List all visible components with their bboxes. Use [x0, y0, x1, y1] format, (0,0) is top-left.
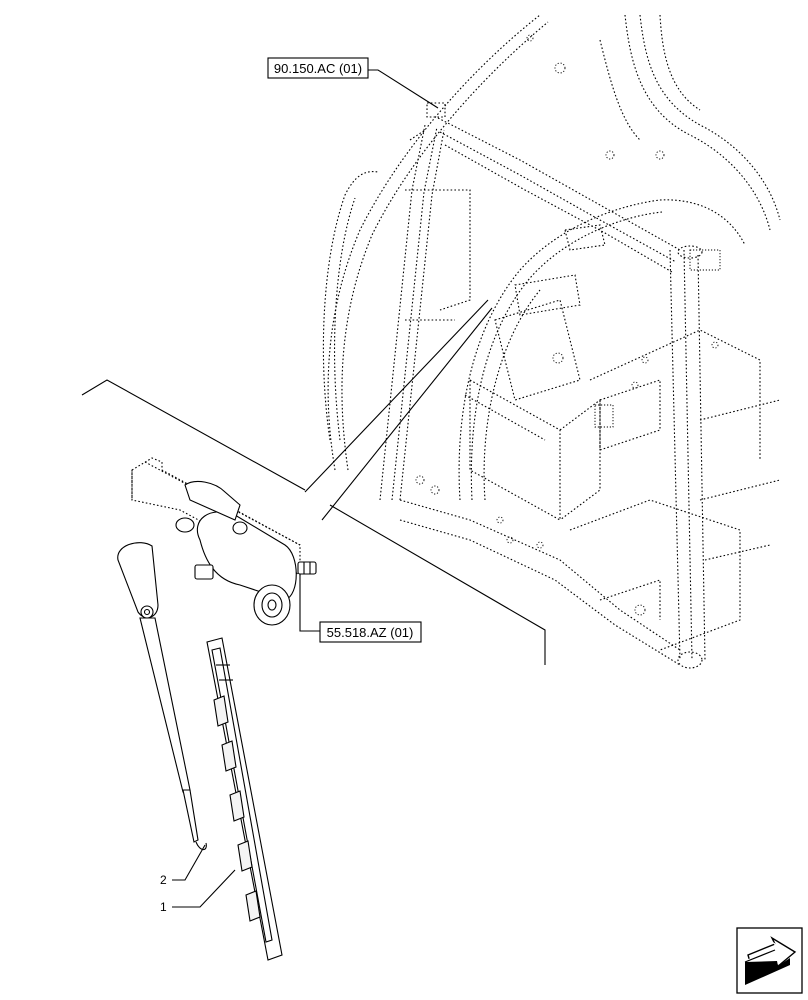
callout-item-2: 2 — [160, 873, 167, 887]
callout-item-1: 1 — [160, 900, 167, 914]
reference-label-mid: 55.518.AZ (01) — [327, 625, 414, 640]
wiper-arm[interactable] — [117, 542, 207, 851]
reference-box-top[interactable]: 90.150.AC (01) — [267, 57, 369, 79]
wiper-motor-assembly — [131, 457, 317, 626]
reference-label-top: 90.150.AC (01) — [274, 61, 362, 76]
reference-box-mid[interactable]: 55.518.AZ (01) — [319, 621, 422, 643]
cab-frame — [322, 14, 781, 669]
wiper-blade[interactable] — [206, 637, 283, 961]
next-page-arrow-icon[interactable] — [736, 927, 803, 994]
leader-lines — [81, 69, 546, 908]
